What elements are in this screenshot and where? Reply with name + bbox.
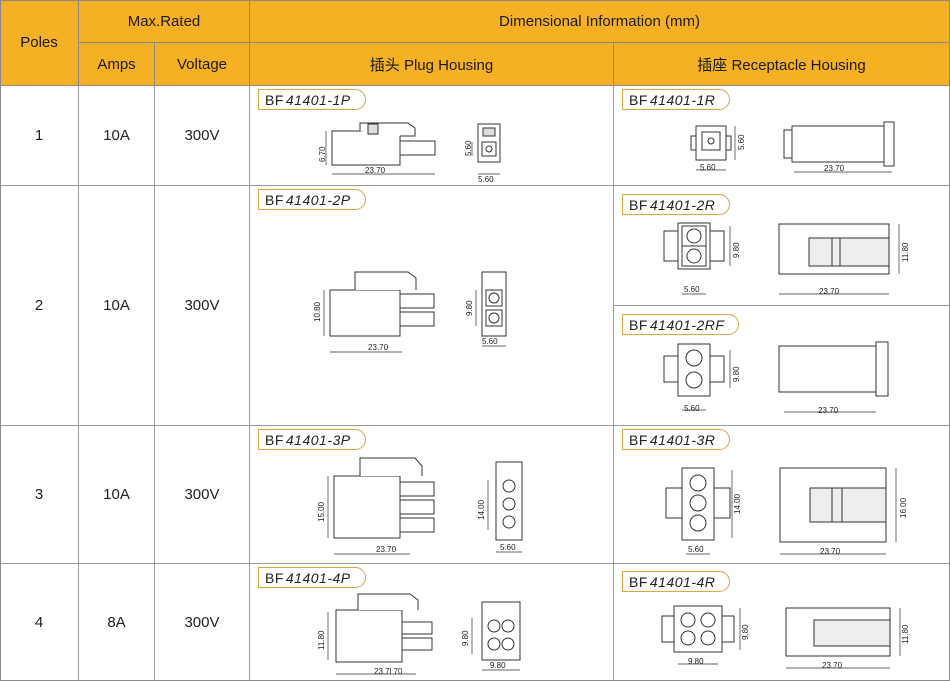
dim-text: 23.70 bbox=[820, 547, 841, 556]
header-max-rated: Max.Rated bbox=[79, 0, 250, 43]
header-receptacle-housing: 插座 Receptacle Housing bbox=[614, 43, 950, 86]
row4-poles: 4 bbox=[0, 564, 79, 681]
row2-poles: 2 bbox=[0, 186, 79, 426]
dim-text: 6.70 bbox=[318, 146, 327, 162]
dim-text: 23.70 bbox=[819, 287, 840, 296]
receptacle-4r-drawing: 9.80 23.70 9.80 11.80 bbox=[661, 605, 910, 670]
row3-poles: 3 bbox=[0, 426, 79, 564]
row3-voltage: 300V bbox=[155, 426, 250, 564]
dim-text: 23.70 bbox=[818, 406, 839, 415]
dim-text: 11.80 bbox=[901, 624, 910, 644]
header-poles: Poles bbox=[0, 0, 79, 86]
dim-text: 11.80 bbox=[901, 242, 910, 262]
dim-text: 10.80 bbox=[313, 301, 322, 322]
dim-text: 15.00 bbox=[317, 501, 326, 522]
row4-voltage: 300V bbox=[155, 564, 250, 681]
row2-amps: 10A bbox=[79, 186, 155, 426]
dim-text: 23.70 bbox=[822, 661, 843, 670]
row4-amps: 8A bbox=[79, 564, 155, 681]
dim-text: 23.70 bbox=[376, 545, 397, 554]
plug-4p-drawing: 23.7l 70 9.80 11.80 9.80 bbox=[317, 593, 521, 676]
dim-text: 16.00 bbox=[899, 497, 908, 518]
dim-text: 23.70 bbox=[365, 166, 386, 175]
dim-text: 9.80 bbox=[490, 661, 506, 670]
receptacle-2r-drawing: 5.60 23.70 9.80 11.80 bbox=[663, 222, 910, 296]
dim-text: 14.00 bbox=[733, 493, 742, 514]
plug-2p-drawing: 23.70 5.60 10.80 9.80 bbox=[313, 271, 507, 353]
dim-text: 14.00 bbox=[477, 499, 486, 520]
dim-text: 9.80 bbox=[741, 624, 750, 640]
dim-text: 5.60 bbox=[737, 134, 746, 150]
header-voltage: Voltage bbox=[155, 43, 250, 86]
plug-3p-drawing: 23.70 5.60 15.00 14.00 bbox=[317, 457, 523, 555]
dim-text: 9.80 bbox=[461, 630, 470, 646]
dim-text: 9.80 bbox=[688, 657, 704, 666]
header-dimensional-info: Dimensional Information (mm) bbox=[250, 0, 950, 43]
row1-poles: 1 bbox=[0, 86, 79, 186]
receptacle-1r-drawing: 5.60 5.60 23.70 bbox=[690, 121, 895, 173]
dim-text: 5.60 bbox=[478, 175, 494, 184]
dim-text: 23.70 bbox=[368, 343, 389, 352]
dim-text: 5.60 bbox=[464, 140, 473, 156]
receptacle-2rf-drawing: 5.60 23.70 9.80 bbox=[663, 341, 889, 415]
dim-text: 23.7l 70 bbox=[374, 667, 403, 676]
dim-text: 5.60 bbox=[482, 337, 498, 346]
row2-voltage: 300V bbox=[155, 186, 250, 426]
dim-text: 5.60 bbox=[700, 163, 716, 172]
receptacle-3r-drawing: 5.60 23.70 14.00 16.00 bbox=[665, 467, 908, 556]
dim-text: 9.80 bbox=[465, 300, 474, 316]
header-amps: Amps bbox=[79, 43, 155, 86]
dim-text: 5.60 bbox=[684, 285, 700, 294]
dim-text: 11.80 bbox=[317, 630, 326, 650]
row3-amps: 10A bbox=[79, 426, 155, 564]
dim-text: 23.70 bbox=[824, 164, 845, 173]
row1-amps: 10A bbox=[79, 86, 155, 186]
row1-voltage: 300V bbox=[155, 86, 250, 186]
dim-text: 5.60 bbox=[684, 404, 700, 413]
dim-text: 5.60 bbox=[688, 545, 704, 554]
dim-text: 5.60 bbox=[500, 543, 516, 552]
header-plug-housing: 插头 Plug Housing bbox=[250, 43, 614, 86]
dim-text: 9.80 bbox=[732, 242, 741, 258]
dim-text: 9.80 bbox=[732, 366, 741, 382]
plug-1p-drawing: 23.70 5.60 6.70 5.60 bbox=[318, 122, 501, 184]
